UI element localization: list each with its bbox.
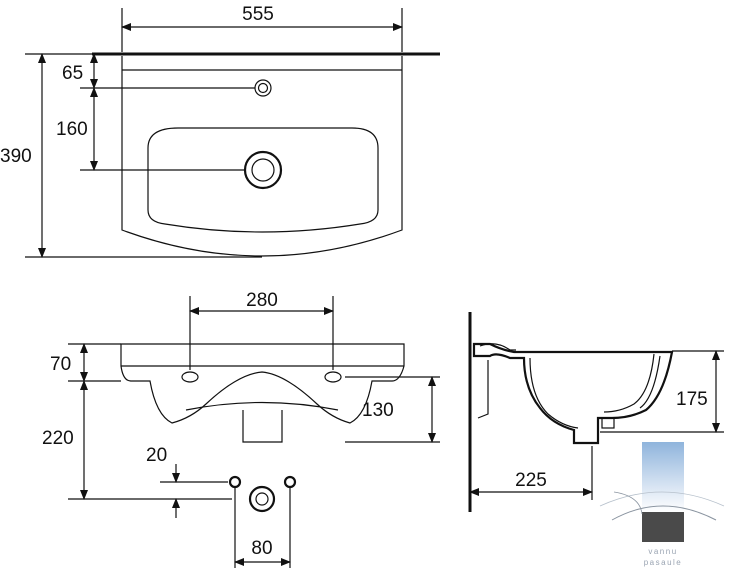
mount-hole-left: [181, 371, 199, 383]
bottom-hole-right: [283, 475, 297, 489]
mount-hole-right: [324, 371, 342, 383]
dim-drain-offset: 160: [56, 119, 88, 140]
dim-total-height: 220: [42, 428, 74, 449]
top-bowl-outline: [147, 127, 379, 233]
drain-hole: [243, 150, 283, 190]
dim-top-width: 555: [242, 4, 274, 25]
svg-text:pasaule: pasaule: [644, 558, 683, 567]
bottom-hole-left: [228, 475, 242, 489]
dim-top-depth: 390: [0, 146, 32, 167]
svg-text:vannu: vannu: [648, 547, 677, 556]
side-section: 175 225: [468, 312, 724, 512]
dim-side-height: 175: [676, 389, 708, 410]
vannu-pasaule-logo: vannu pasaule: [599, 442, 725, 567]
side-section-outline: [472, 342, 674, 445]
dim-faucet-offset: 65: [62, 63, 83, 84]
dim-hole-height: 130: [362, 400, 394, 421]
dim-side-depth: 225: [515, 470, 547, 491]
dim-rim-height: 70: [50, 354, 71, 375]
faucet-hole: [254, 79, 272, 97]
top-basin-outline: [121, 56, 403, 257]
bottom-drain: [248, 485, 276, 513]
top-view: 555 390 65 160: [0, 4, 440, 258]
dim-hole-spacing: 280: [246, 290, 278, 311]
front-basin-outline: [120, 343, 405, 424]
side-drain-outlet: [601, 417, 615, 429]
front-drain-column: [242, 410, 283, 443]
dim-drain-height: 20: [146, 445, 167, 466]
front-view: 280 70 220 130 20 80: [42, 290, 440, 568]
dim-hole-pair: 80: [251, 538, 272, 559]
